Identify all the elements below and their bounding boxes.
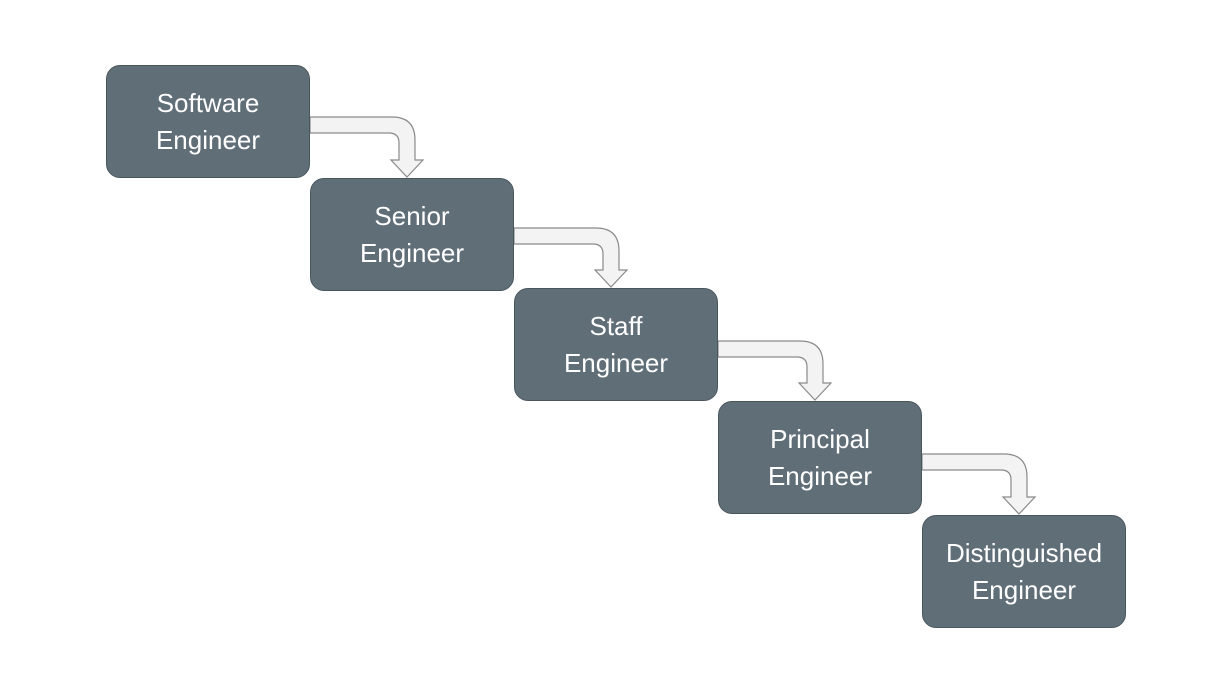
step-label-line2: Engineer <box>359 237 465 268</box>
step-distinguished-engineer: Distinguished Engineer <box>922 515 1126 628</box>
step-label-line2: Engineer <box>155 124 261 155</box>
step-label-line2: Engineer <box>767 460 873 491</box>
step-label-line1: Senior <box>374 200 450 231</box>
step-software-engineer: Software Engineer <box>106 65 310 178</box>
step-staff-engineer: Staff Engineer <box>514 288 718 401</box>
arrow-senior-to-staff <box>513 227 629 288</box>
step-label-line2: Engineer <box>971 574 1077 605</box>
arrow-software-to-senior <box>309 116 425 178</box>
step-label-line1: Staff <box>589 310 643 341</box>
step-label-line1: Software <box>156 87 260 118</box>
step-principal-engineer: Principal Engineer <box>718 401 922 514</box>
step-label-line1: Distinguished <box>945 537 1103 568</box>
step-label-line2: Engineer <box>563 347 669 378</box>
arrow-principal-to-distinguished <box>921 453 1037 515</box>
step-label-line1: Principal <box>770 423 870 454</box>
arrow-staff-to-principal <box>717 340 833 401</box>
step-senior-engineer: Senior Engineer <box>310 178 514 291</box>
